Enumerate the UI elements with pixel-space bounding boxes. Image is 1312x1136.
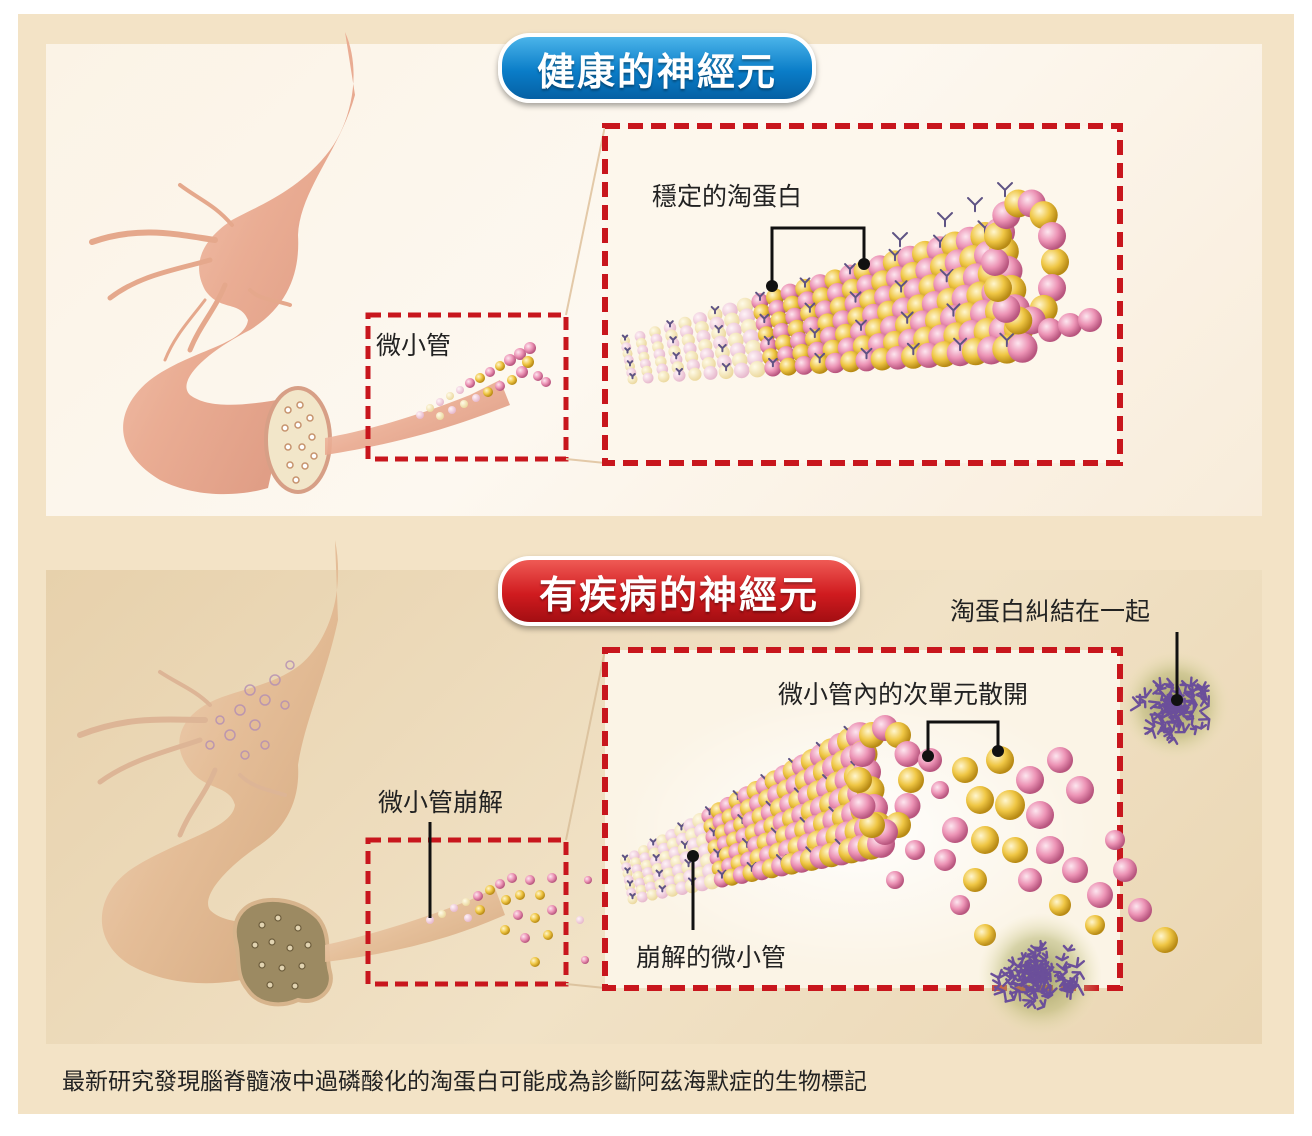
tangle-callout bbox=[1171, 632, 1183, 706]
small-microtubule-box bbox=[365, 312, 569, 462]
healthy-neuron-title: 健康的神經元 bbox=[498, 33, 816, 103]
healthy-microtubule-small bbox=[416, 342, 551, 420]
subunits-callout bbox=[922, 720, 1004, 762]
tau-tangles-label: 淘蛋白糾結在一起 bbox=[950, 597, 1151, 626]
diseased-neuron-title: 有疾病的神經元 bbox=[498, 556, 860, 626]
stable-tau-label: 穩定的淘蛋白 bbox=[652, 182, 803, 211]
healthy-neuron bbox=[89, 32, 510, 495]
collapse-microtubule-box bbox=[365, 837, 569, 987]
figure-caption: 最新研究發現腦脊髓液中過磷酸化的淘蛋白可能成為診斷阿茲海默症的生物標記 bbox=[62, 1069, 867, 1095]
stable-tau-callout bbox=[766, 226, 870, 292]
subunits-scatter-label: 微小管內的次單元散開 bbox=[778, 680, 1029, 709]
collapsed-microtubule-callout bbox=[687, 850, 699, 930]
diseased-microtubule-large bbox=[620, 715, 1178, 953]
microtubule-label: 微小管 bbox=[376, 331, 452, 360]
diseased-neuron bbox=[77, 540, 505, 1007]
microtubule-collapse-label: 微小管崩解 bbox=[378, 788, 504, 817]
collapsed-microtubule-label: 崩解的微小管 bbox=[636, 943, 787, 972]
healthy-microtubule-large bbox=[620, 182, 1102, 385]
diseased-microtubule-small bbox=[426, 873, 592, 967]
tau-tangle-bottom bbox=[978, 913, 1102, 1037]
